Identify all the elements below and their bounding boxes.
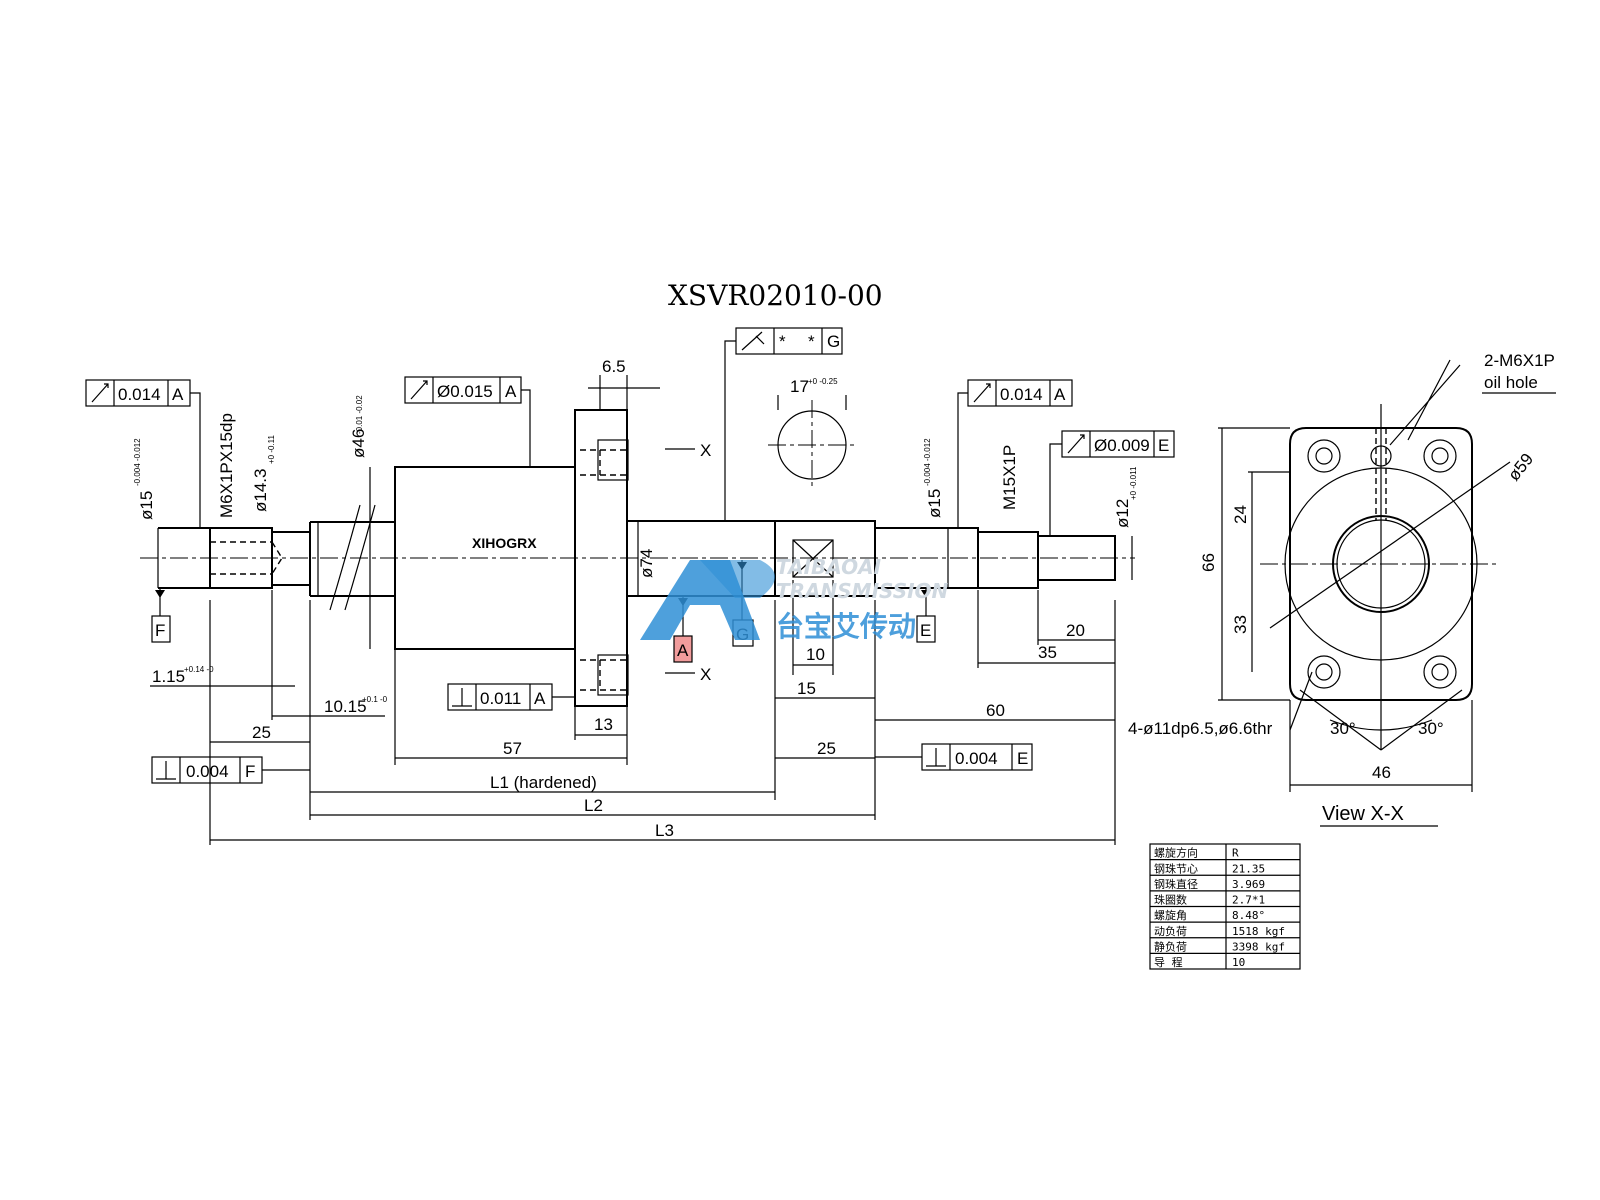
screw-shaft — [140, 375, 1135, 707]
brand-logo: XIHOGRX — [472, 535, 537, 551]
table-value: 3398 kgf — [1232, 940, 1285, 953]
spec-table: 螺旋方向 R 钢珠节心 21.35 钢珠直径 3.969 珠圈数 2.7*1 螺旋角 8.48° 动… — [1149, 843, 1301, 970]
dimension-lines — [150, 467, 1133, 845]
dim-10-15: 10.15 — [324, 697, 367, 716]
table-key: 静负荷 — [1154, 939, 1187, 953]
table-value: R — [1232, 847, 1239, 860]
watermark: TAIBAOAI TRANSMISSION 台宝艾传动 — [640, 555, 949, 643]
tolerance-frames: 0.014 A Ø0.015 A * * G 0.014 A Ø0.009 E — [85, 327, 1175, 784]
frame-3-value2: * — [808, 332, 815, 351]
dim-m15: M15X1P — [1000, 445, 1019, 510]
end-46: 46 — [1372, 763, 1391, 782]
dim-phi12: ø12 — [1113, 499, 1132, 528]
dim-1-15-tol: +0.14 -0 — [184, 665, 214, 674]
dim-10-15-tol: +0.1 -0 — [362, 695, 388, 704]
watermark-cn: 台宝艾传动 — [776, 610, 916, 643]
view-label: View X-X — [1322, 803, 1404, 825]
frame-8-datum: E — [1017, 749, 1028, 768]
frame-7-datum: F — [245, 762, 255, 781]
dim-1-15: 1.15 — [152, 667, 185, 686]
dim-phi15-left-tol: -0.004 -0.012 — [133, 438, 142, 486]
dim-m6: M6X1PX15dp — [217, 413, 236, 518]
frame-7-value: 0.004 — [186, 762, 229, 781]
frame-6-value: 0.011 — [480, 689, 521, 708]
table-value: 10 — [1232, 956, 1245, 969]
dim-17-tol: +0 -0.25 — [808, 377, 838, 386]
table-key: 动负荷 — [1154, 924, 1187, 938]
dim-60: 60 — [986, 701, 1005, 720]
frame-1-datum: A — [172, 385, 184, 404]
end-66: 66 — [1199, 553, 1218, 572]
frame-1-value: 0.014 — [118, 385, 161, 404]
table-key: 螺旋角 — [1154, 908, 1187, 922]
watermark-en-2: TRANSMISSION — [776, 579, 949, 603]
dim-phi14-3: ø14.3 — [251, 469, 270, 512]
section-label-x-top: X — [700, 441, 711, 460]
dim-15: 15 — [797, 679, 816, 698]
dim-10: 10 — [806, 645, 825, 664]
frame-5-datum: E — [1158, 436, 1169, 455]
frame-2-value: Ø0.015 — [437, 382, 493, 401]
dim-phi14-3-tol: +0 -0.11 — [267, 434, 276, 464]
dim-20: 20 — [1066, 621, 1085, 640]
mounting-holes — [1307, 439, 1457, 689]
frame-3-datum: G — [827, 332, 840, 351]
dim-57: 57 — [503, 739, 522, 758]
dim-35: 35 — [1038, 643, 1057, 662]
dim-17: 17 — [790, 377, 809, 396]
table-key: 钢珠节心 — [1154, 861, 1198, 875]
end-view — [1218, 359, 1511, 792]
end-33: 33 — [1231, 615, 1250, 634]
drawing-title: XSVR02010-00 — [668, 279, 883, 312]
frame-8-value: 0.004 — [955, 749, 998, 768]
dim-25-left: 25 — [252, 723, 271, 742]
dim-phi15-left: ø15 — [137, 491, 156, 520]
dim-l1: L1 (hardened) — [490, 773, 597, 792]
datum-a: A — [677, 641, 689, 660]
end-view-texts: 2-M6X1P oil hole ø59 66 24 33 4-ø11dp6.5… — [1128, 351, 1556, 827]
dim-l2: L2 — [584, 796, 603, 815]
table-key: 导 程 — [1154, 956, 1183, 969]
frame-5-value: Ø0.009 — [1094, 436, 1150, 455]
end-30a: 30° — [1330, 719, 1356, 738]
table-value: 1518 kgf — [1232, 925, 1285, 938]
table-key: 螺旋方向 — [1154, 846, 1198, 860]
dim-6-5: 6.5 — [602, 357, 626, 376]
end-4holes: 4-ø11dp6.5,ø6.6thr — [1128, 719, 1273, 738]
datum-f: F — [155, 621, 165, 640]
frame-4-value: 0.014 — [1000, 385, 1043, 404]
frame-2-datum: A — [505, 382, 517, 401]
end-oil-hole: oil hole — [1484, 373, 1538, 392]
dim-l3: L3 — [655, 821, 674, 840]
dim-phi46: ø46 — [349, 429, 368, 458]
section-label-x-bottom: X — [700, 665, 711, 684]
end-24: 24 — [1231, 505, 1250, 524]
end-phi59: ø59 — [1504, 450, 1537, 485]
dim-phi12-tol: +0 -0.011 — [1129, 466, 1138, 500]
table-value: 3.969 — [1232, 878, 1265, 891]
watermark-en-1: TAIBAOAI — [776, 555, 882, 579]
dim-25-right: 25 — [817, 739, 836, 758]
table-value: 21.35 — [1232, 862, 1265, 875]
dim-phi15-right-tol: -0.004 -0.012 — [923, 438, 932, 486]
end-30b: 30° — [1418, 719, 1444, 738]
dim-phi46-tol: -0.01 -0.02 — [355, 395, 364, 434]
table-key: 珠圈数 — [1154, 893, 1187, 907]
frame-3-value: * — [779, 332, 786, 351]
dim-phi15-right: ø15 — [925, 489, 944, 518]
end-2m6: 2-M6X1P — [1484, 351, 1555, 370]
table-key: 钢珠直径 — [1154, 877, 1198, 891]
dim-phi74: ø74 — [637, 549, 656, 578]
dim-13: 13 — [594, 715, 613, 734]
table-value: 2.7*1 — [1232, 894, 1265, 907]
dimension-texts: 6.5 17 +0 -0.25 ø15 -0.004 -0.012 M6X1PX… — [133, 357, 1138, 840]
frame-4-datum: A — [1054, 385, 1066, 404]
frame-6-datum: A — [534, 689, 546, 708]
datum-e: E — [920, 621, 931, 640]
table-value: 8.48° — [1232, 909, 1265, 922]
